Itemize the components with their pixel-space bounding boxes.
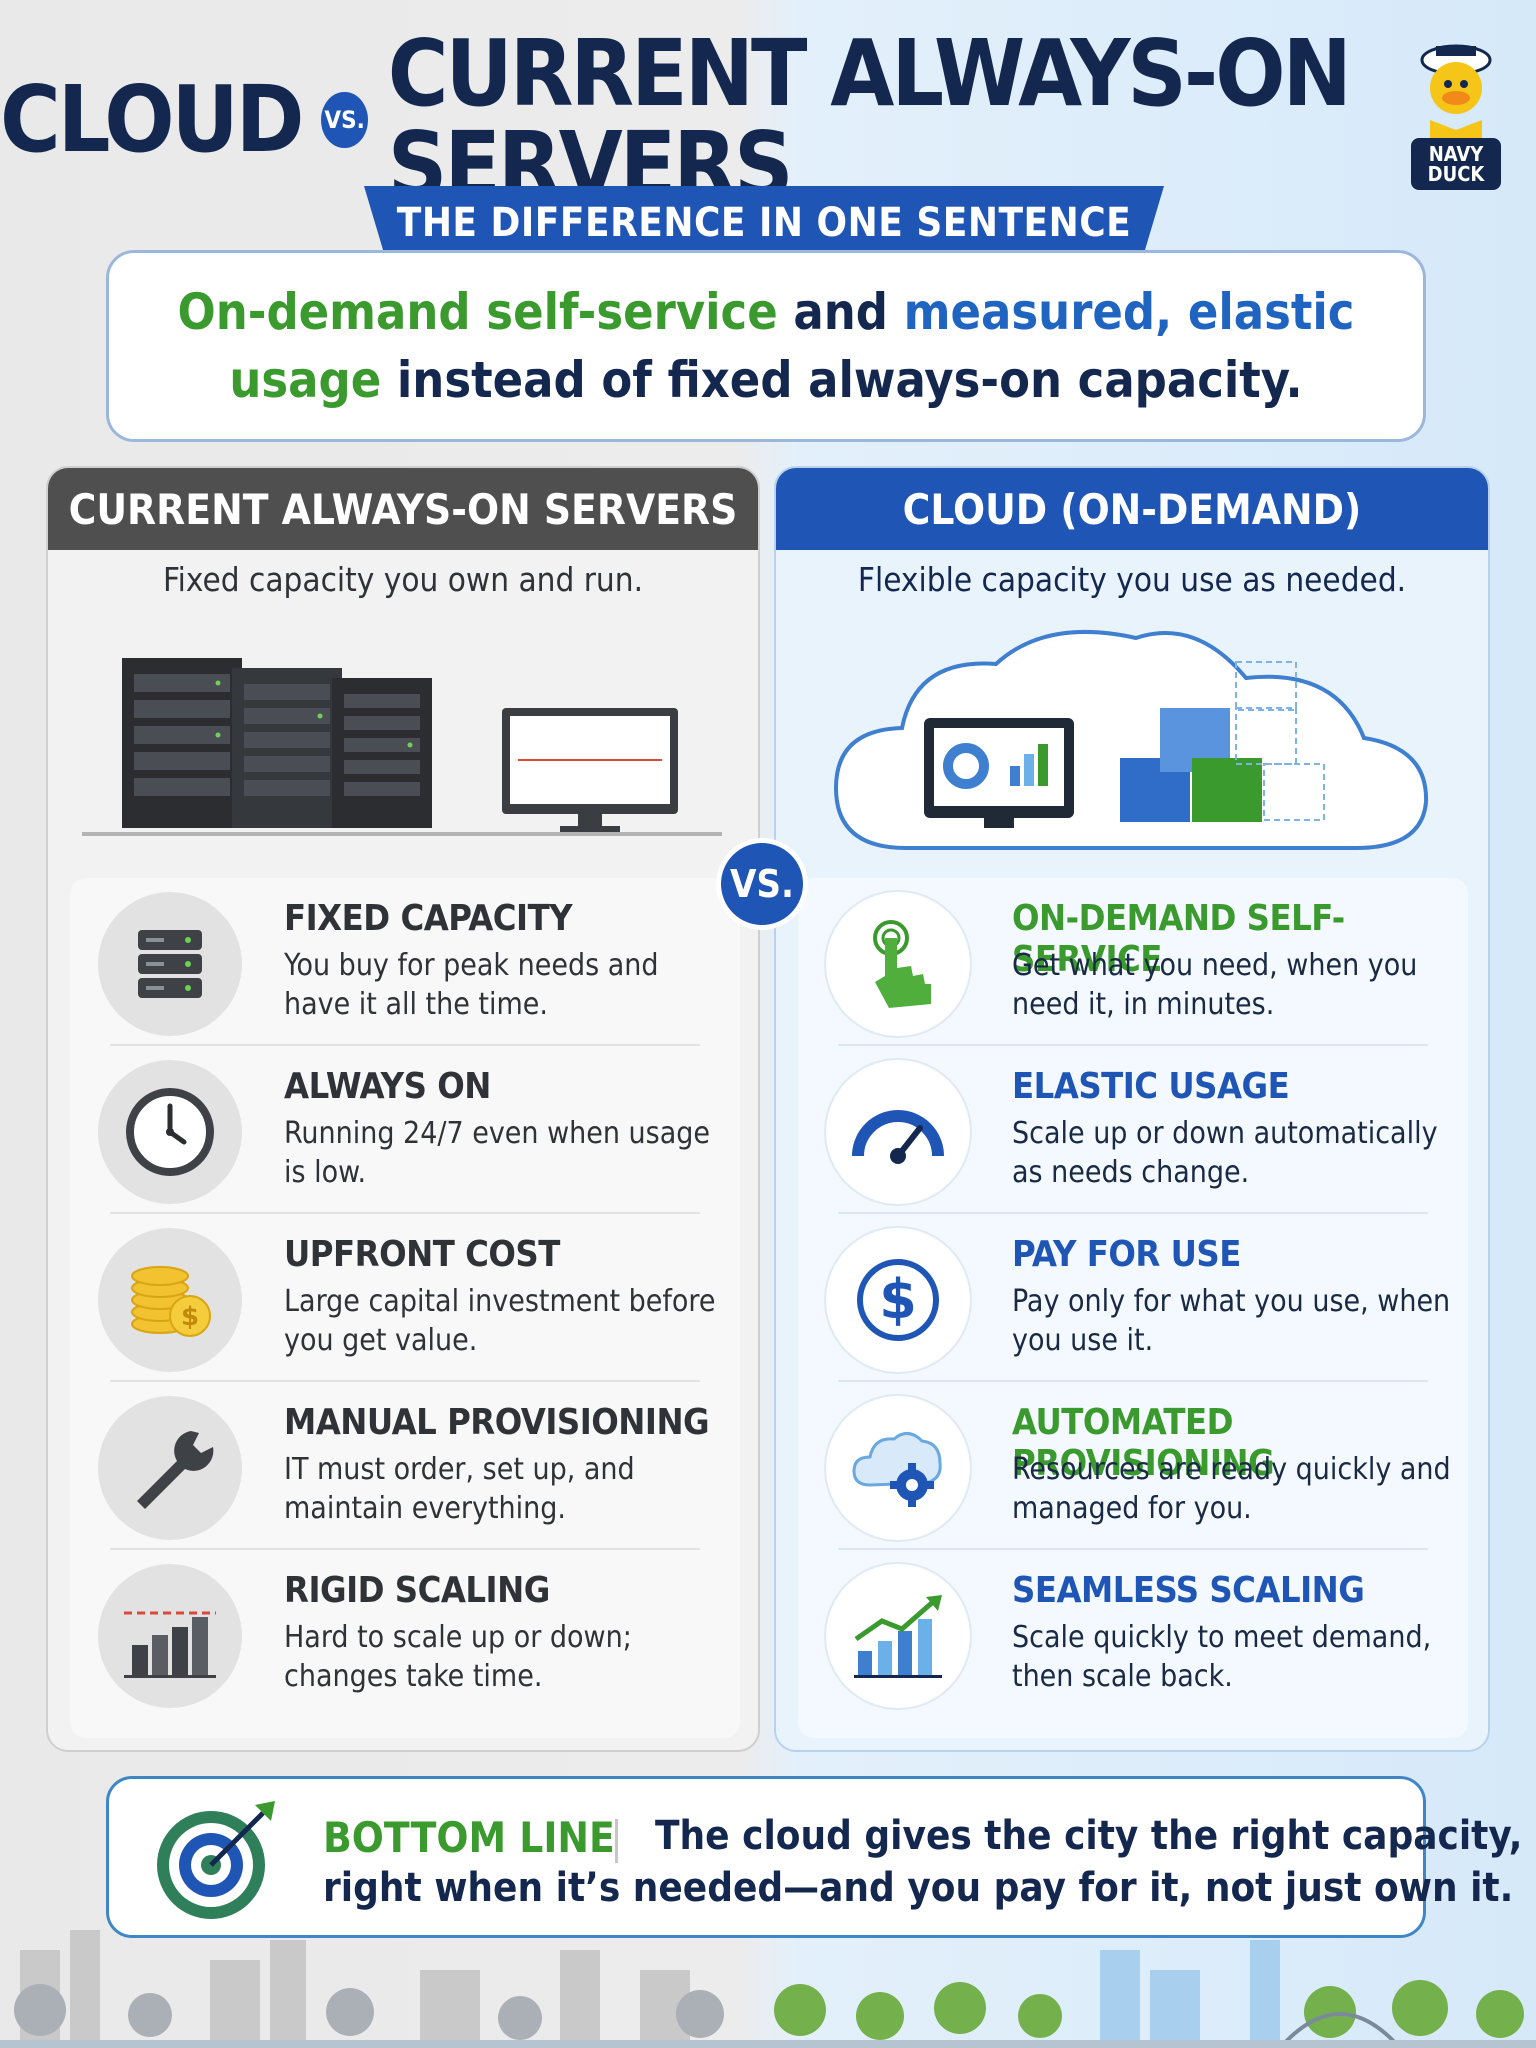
tap-hand-icon bbox=[826, 892, 970, 1036]
feature-desc: Large capital investment before you get … bbox=[284, 1284, 716, 1358]
current-servers-subtitle: Fixed capacity you own and run. bbox=[163, 560, 643, 599]
clock-icon bbox=[98, 1060, 242, 1204]
feature-on-demand: ON-DEMAND SELF-SERVICE Get what you need… bbox=[798, 878, 1468, 1046]
server-racks-illustration bbox=[82, 658, 722, 836]
badge-line-2: DUCK bbox=[1427, 162, 1485, 186]
vs-badge-large: VS. bbox=[716, 838, 808, 930]
server-icon bbox=[98, 892, 242, 1036]
bottom-line-box: BOTTOM LINE The cloud gives the city the… bbox=[106, 1776, 1522, 1938]
feature-desc: Hard to scale up or down; changes take t… bbox=[284, 1620, 632, 1694]
feature-rigid-scaling: RIGID SCALING Hard to scale up or down; … bbox=[70, 1550, 740, 1718]
feature-pay-for-use: $ PAY FOR USE Pay only for what you use,… bbox=[798, 1214, 1468, 1382]
feature-desc: Scale quickly to meet demand, then scale… bbox=[1012, 1620, 1432, 1694]
feature-desc: Resources are ready quickly and managed … bbox=[1012, 1452, 1451, 1526]
feature-title: UPFRONT COST bbox=[284, 1234, 560, 1275]
bottom-line-text-2: right when it’s needed—and you pay for i… bbox=[323, 1865, 1514, 1911]
feature-elastic-usage: ELASTIC USAGE Scale up or down automatic… bbox=[798, 1046, 1468, 1214]
feature-title: AUTOMATED PROVISIONING bbox=[1012, 1402, 1275, 1484]
duck-icon bbox=[1420, 44, 1492, 150]
current-servers-header: CURRENT ALWAYS-ON SERVERS bbox=[48, 468, 758, 550]
wrench-icon bbox=[98, 1396, 242, 1540]
bottom-line-label: BOTTOM LINE bbox=[323, 1813, 615, 1862]
title-servers: CURRENT ALWAYS-ON SERVERS bbox=[387, 20, 1352, 219]
feature-desc: Running 24/7 even when usage is low. bbox=[284, 1116, 711, 1190]
navy-duck-mascot: NAVY DUCK bbox=[1406, 30, 1506, 190]
sentence-part-2: and bbox=[777, 283, 904, 341]
feature-title: ELASTIC USAGE bbox=[1012, 1066, 1290, 1107]
vs-badge-small: VS. bbox=[321, 92, 368, 148]
svg-text:$: $ bbox=[181, 1302, 199, 1332]
title-cloud: CLOUD bbox=[0, 66, 304, 173]
feature-title: FIXED CAPACITY bbox=[284, 898, 573, 939]
cloud-subtitle: Flexible capacity you use as needed. bbox=[857, 560, 1407, 599]
ribbon-label: THE DIFFERENCE IN ONE SENTENCE bbox=[396, 200, 1132, 246]
target-icon bbox=[157, 1801, 275, 1919]
feature-title: MANUAL PROVISIONING bbox=[284, 1402, 710, 1443]
dollar-icon: $ bbox=[826, 1228, 970, 1372]
svg-text:$: $ bbox=[879, 1268, 917, 1331]
feature-title: ON-DEMAND SELF-SERVICE bbox=[1012, 898, 1345, 980]
bar-chart-icon bbox=[98, 1564, 242, 1708]
page-title: CLOUD VS. CURRENT ALWAYS-ON SERVERS bbox=[0, 28, 1536, 212]
cloud-illustration bbox=[833, 629, 1429, 850]
cloud-features: ON-DEMAND SELF-SERVICE Get what you need… bbox=[798, 878, 1468, 1738]
difference-sentence: On-demand self-service and measured, ela… bbox=[106, 250, 1426, 442]
badge-line-1: NAVY bbox=[1428, 142, 1484, 166]
cloud-gear-icon bbox=[826, 1396, 970, 1540]
feature-title: SEAMLESS SCALING bbox=[1012, 1570, 1365, 1611]
bottom-line-separator bbox=[615, 1819, 618, 1863]
feature-desc: IT must order, set up, and maintain ever… bbox=[284, 1452, 635, 1526]
bottom-line-text-1: The cloud gives the city the right capac… bbox=[655, 1813, 1523, 1859]
cloud-header: CLOUD (ON-DEMAND) bbox=[776, 468, 1488, 550]
coins-icon: $ bbox=[98, 1228, 242, 1372]
feature-desc: Pay only for what you use, when you use … bbox=[1012, 1284, 1451, 1358]
growth-chart-icon bbox=[826, 1564, 970, 1708]
feature-automated-provisioning: AUTOMATED PROVISIONING Resources are rea… bbox=[798, 1382, 1468, 1550]
navy-duck-badge: NAVY DUCK bbox=[1411, 138, 1501, 190]
difference-ribbon: THE DIFFERENCE IN ONE SENTENCE bbox=[364, 186, 1164, 260]
sentence-part-4: usage bbox=[229, 351, 382, 409]
feature-desc: Get what you need, when you need it, in … bbox=[1012, 948, 1418, 1022]
feature-manual-provisioning: MANUAL PROVISIONING IT must order, set u… bbox=[70, 1382, 740, 1550]
skyline-illustration bbox=[0, 1930, 1536, 2048]
feature-always-on: ALWAYS ON Running 24/7 even when usage i… bbox=[70, 1046, 740, 1214]
sentence-part-5: instead of fixed always-on capacity. bbox=[381, 351, 1303, 409]
sentence-part-1: On-demand self-service bbox=[177, 283, 778, 341]
feature-seamless-scaling: SEAMLESS SCALING Scale quickly to meet d… bbox=[798, 1550, 1468, 1718]
feature-title: PAY FOR USE bbox=[1012, 1234, 1241, 1275]
feature-fixed-capacity: FIXED CAPACITY You buy for peak needs an… bbox=[70, 878, 740, 1046]
sentence-part-3: measured, elastic bbox=[903, 283, 1355, 341]
gauge-icon bbox=[826, 1060, 970, 1204]
current-servers-features: FIXED CAPACITY You buy for peak needs an… bbox=[70, 878, 740, 1738]
feature-desc: Scale up or down automatically as needs … bbox=[1012, 1116, 1438, 1190]
feature-upfront-cost: $ UPFRONT COST Large capital investment … bbox=[70, 1214, 740, 1382]
feature-title: RIGID SCALING bbox=[284, 1570, 550, 1611]
feature-desc: You buy for peak needs and have it all t… bbox=[284, 948, 659, 1022]
feature-title: ALWAYS ON bbox=[284, 1066, 491, 1107]
